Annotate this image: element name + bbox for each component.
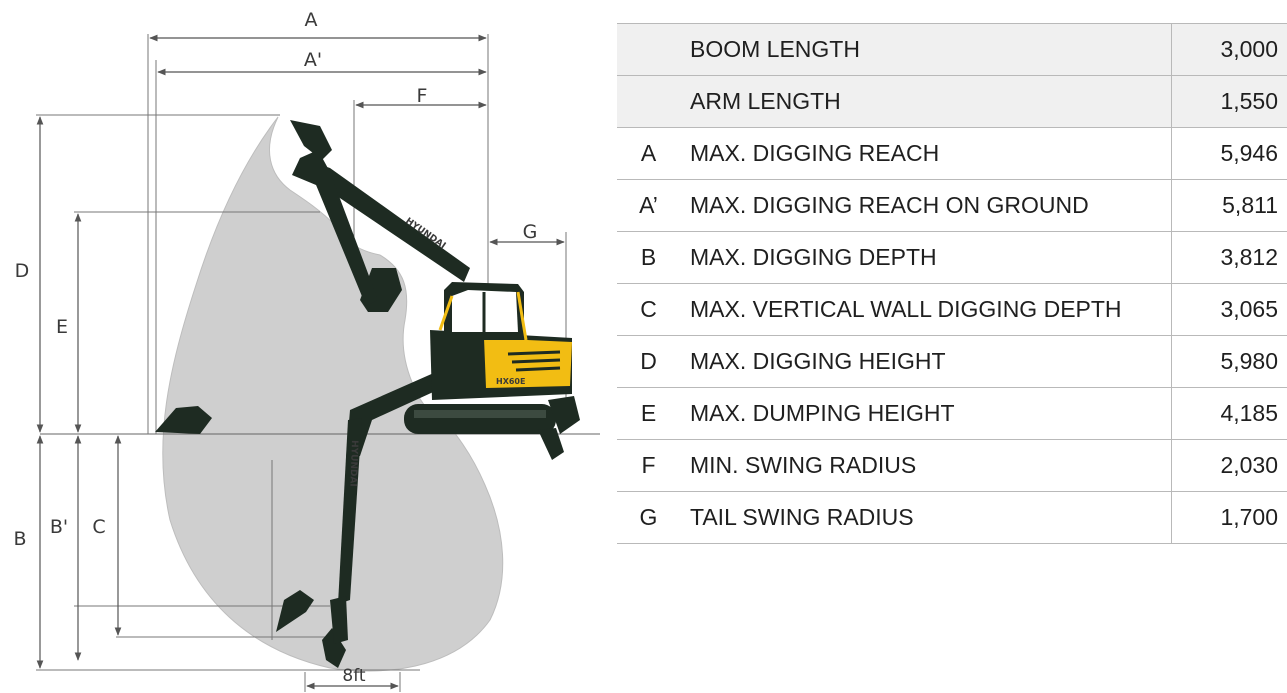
dim-c-label: C [92, 516, 105, 538]
spec-label: BOOM LENGTH [676, 23, 1172, 76]
spec-label: MAX. VERTICAL WALL DIGGING DEPTH [676, 283, 1172, 336]
spec-label: TAIL SWING RADIUS [676, 491, 1172, 544]
dim-b-prime-label: B' [50, 516, 68, 538]
spec-code [617, 75, 676, 128]
spec-label: MIN. SWING RADIUS [676, 439, 1172, 492]
spec-code: A’ [617, 179, 676, 232]
dim-a-prime-label: A' [304, 49, 322, 71]
spec-label: MAX. DIGGING HEIGHT [676, 335, 1172, 388]
spec-value: 3,812 [1171, 231, 1287, 284]
spec-value: 1,550 [1171, 75, 1287, 128]
spec-label: MAX. DIGGING REACH ON GROUND [676, 179, 1172, 232]
dim-a-label: A [305, 9, 318, 31]
engine-cover-yellow [484, 338, 572, 388]
bucket-left [155, 406, 212, 434]
spec-value: 1,700 [1171, 491, 1287, 544]
excavator-body: HX60E [404, 282, 580, 460]
dozer-blade [548, 396, 580, 434]
dim-b-label: B [13, 528, 26, 550]
dozer-blade-lowered [538, 428, 564, 460]
spec-label: MAX. DUMPING HEIGHT [676, 387, 1172, 440]
spec-value: 3,065 [1171, 283, 1287, 336]
boom-lowered: HYUNDAI [330, 372, 442, 644]
spec-value: 5,946 [1171, 127, 1287, 180]
spec-value: 5,811 [1171, 179, 1287, 232]
model-badge: HX60E [496, 377, 525, 386]
spec-code: E [617, 387, 676, 440]
spec-code: G [617, 491, 676, 544]
spec-value: 3,000 [1171, 23, 1287, 76]
working-range-diagram: A A' F G D E B B' C 8ft HYUNDAI HYUNDAI [13, 9, 600, 692]
dim-g-label: G [523, 221, 538, 243]
clearance-label: 8ft [342, 666, 366, 686]
undercarriage-track [404, 404, 556, 434]
spec-code [617, 23, 676, 76]
spec-value: 5,980 [1171, 335, 1287, 388]
spec-code: B [617, 231, 676, 284]
dim-f-label: F [417, 85, 428, 107]
bucket-bottom [276, 590, 314, 632]
dim-d-label: D [15, 260, 30, 282]
bucket-positions [155, 120, 402, 668]
spec-code: D [617, 335, 676, 388]
spec-label: MAX. DIGGING REACH [676, 127, 1172, 180]
spec-code: C [617, 283, 676, 336]
spec-value: 2,030 [1171, 439, 1287, 492]
spec-code: A [617, 127, 676, 180]
spec-label: MAX. DIGGING DEPTH [676, 231, 1172, 284]
spec-code: F [617, 439, 676, 492]
dim-e-label: E [56, 316, 68, 338]
spec-label: ARM LENGTH [676, 75, 1172, 128]
bucket-deep [322, 628, 346, 668]
arm-brand-text: HYUNDAI [347, 440, 359, 487]
bucket-top [290, 120, 332, 160]
spec-value: 4,185 [1171, 387, 1287, 440]
